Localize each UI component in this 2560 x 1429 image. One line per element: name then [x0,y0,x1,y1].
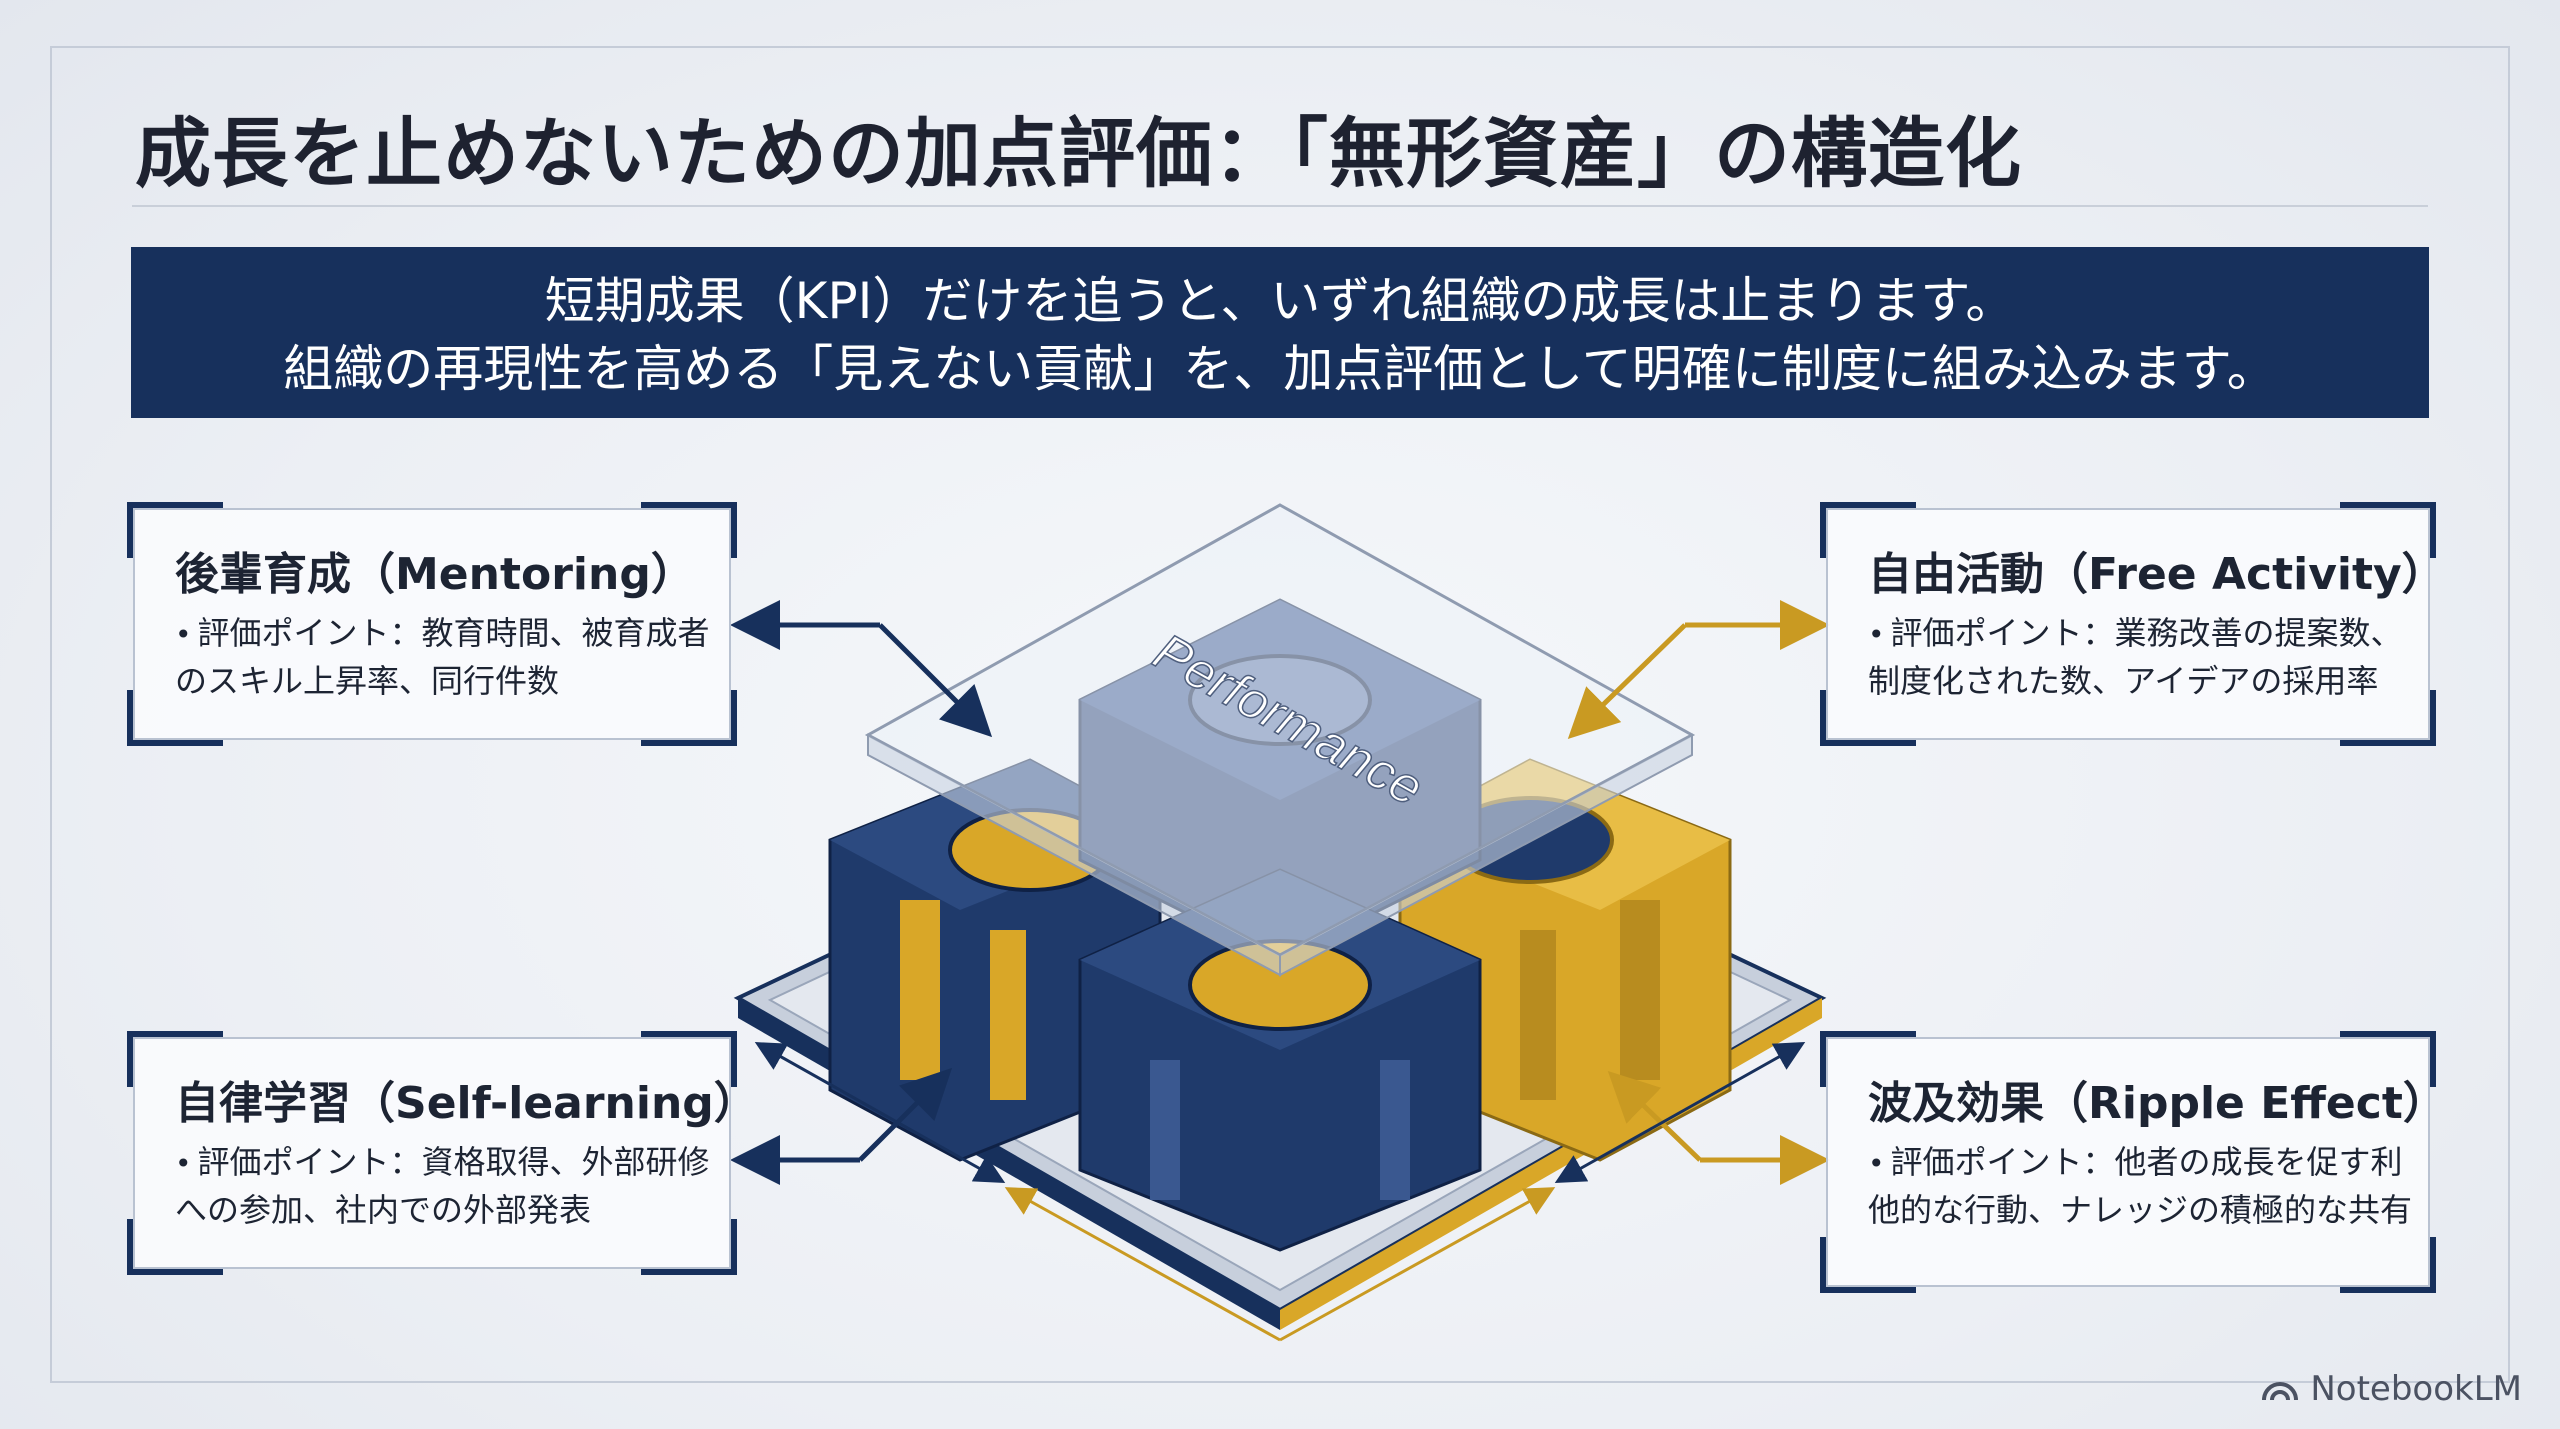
frame-top-line [50,46,2510,48]
notebooklm-logo: NotebookLM [2260,1369,2522,1409]
card-ripple-effect-title: 波及効果（Ripple Effect） [1868,1078,2447,1129]
connector-arrows [730,600,1830,1342]
notebooklm-logo-icon [2262,1382,2299,1401]
banner-line-1: 短期成果（KPI）だけを追うと、いずれ組織の成長は止まります。 [544,272,2016,330]
performance-glass-layer [864,503,1696,977]
card-ripple-effect: 波及効果（Ripple Effect） •評価ポイント：他者の成長を促す利他的な… [1820,1031,2447,1293]
summary-banner: 短期成果（KPI）だけを追うと、いずれ組織の成長は止まります。 組織の再現性を高… [131,247,2429,418]
frame-right-line [2508,46,2510,1383]
card-ripple-effect-body: •評価ポイント：他者の成長を促す利他的な行動、ナレッジの積極的な共有 [1868,1143,2413,1229]
card-free-activity-body: •評価ポイント：業務改善の提案数、制度化された数、アイデアの採用率 [1868,614,2403,700]
card-mentoring-body: •評価ポイント：教育時間、被育成者のスキル上昇率、同行件数 [175,614,710,700]
title-divider [132,205,2428,207]
frame-bottom-line [50,1381,2510,1383]
page-title: 成長を止めないための加点評価：「無形資産」の構造化 [135,109,2022,198]
logo-text: NotebookLM [2310,1369,2522,1409]
frame-left-line [50,46,52,1383]
card-mentoring-title: 後輩育成（Mentoring） [175,549,695,600]
card-mentoring: 後輩育成（Mentoring） •評価ポイント：教育時間、被育成者のスキル上昇率… [127,502,737,746]
banner-line-2: 組織の再現性を高める「見えない貢献」を、加点評価として明確に制度に組み込みます。 [283,340,2277,398]
card-free-activity-title: 自由活動（Free Activity） [1868,549,2446,600]
card-self-learning-title: 自律学習（Self-learning） [175,1078,758,1129]
card-free-activity: 自由活動（Free Activity） •評価ポイント：業務改善の提案数、制度化… [1820,502,2446,746]
card-self-learning: 自律学習（Self-learning） •評価ポイント：資格取得、外部研修への参… [127,1031,758,1275]
card-self-learning-body: •評価ポイント：資格取得、外部研修への参加、社内での外部発表 [175,1143,710,1229]
